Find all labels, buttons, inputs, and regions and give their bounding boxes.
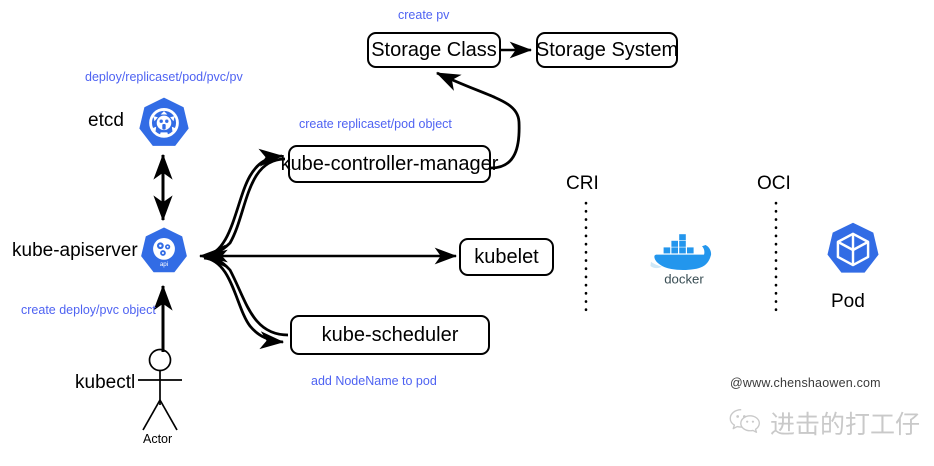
label-add-nodename: add NodeName to pod [311,374,437,388]
kubernetes-etcd-icon [136,96,192,152]
node-kube-controller-manager[interactable]: kube-controller-manager [281,145,498,183]
node-storage-class[interactable]: Storage Class [367,32,501,68]
etcd-label: etcd [88,110,124,131]
watermark-wechat: 进击的打工仔 [729,408,920,440]
kubernetes-pod-icon [824,221,882,279]
svg-text:api: api [160,261,168,268]
svg-text:docker: docker [664,271,704,286]
watermark-site: @www.chenshaowen.com [730,376,881,390]
label-create-pv: create pv [398,8,450,22]
pod-label: Pod [831,291,865,312]
wechat-name: 进击的打工仔 [770,409,921,439]
oci-label: OCI [757,173,791,194]
label-create-replicaset-pod: create replicaset/pod object [299,117,452,131]
edge-controllermanager-to-apiserver [202,157,286,263]
actor-caption: Actor [143,432,173,446]
label-deploy-objects: deploy/replicaset/pod/pvc/pv [85,70,243,84]
wechat-icon [729,408,761,440]
cri-label: CRI [566,173,599,194]
kubernetes-apiserver-icon: api [138,226,190,278]
node-kube-scheduler[interactable]: kube-scheduler [290,315,490,355]
label-create-deploy-pvc: create deploy/pvc object [21,303,156,317]
kubectl-label: kubectl [75,372,136,393]
docker-whale-icon: docker [645,228,723,286]
node-kubelet[interactable]: kubelet [459,238,554,276]
edge-apiserver-to-controllermanager [203,148,284,258]
stick-figure-actor-icon [138,348,182,431]
node-storage-system[interactable]: Storage System [536,32,678,68]
edge-scheduler-to-apiserver [202,249,289,337]
kube-apiserver-label: kube-apiserver [12,240,138,261]
edge-apiserver-to-scheduler [203,256,285,350]
